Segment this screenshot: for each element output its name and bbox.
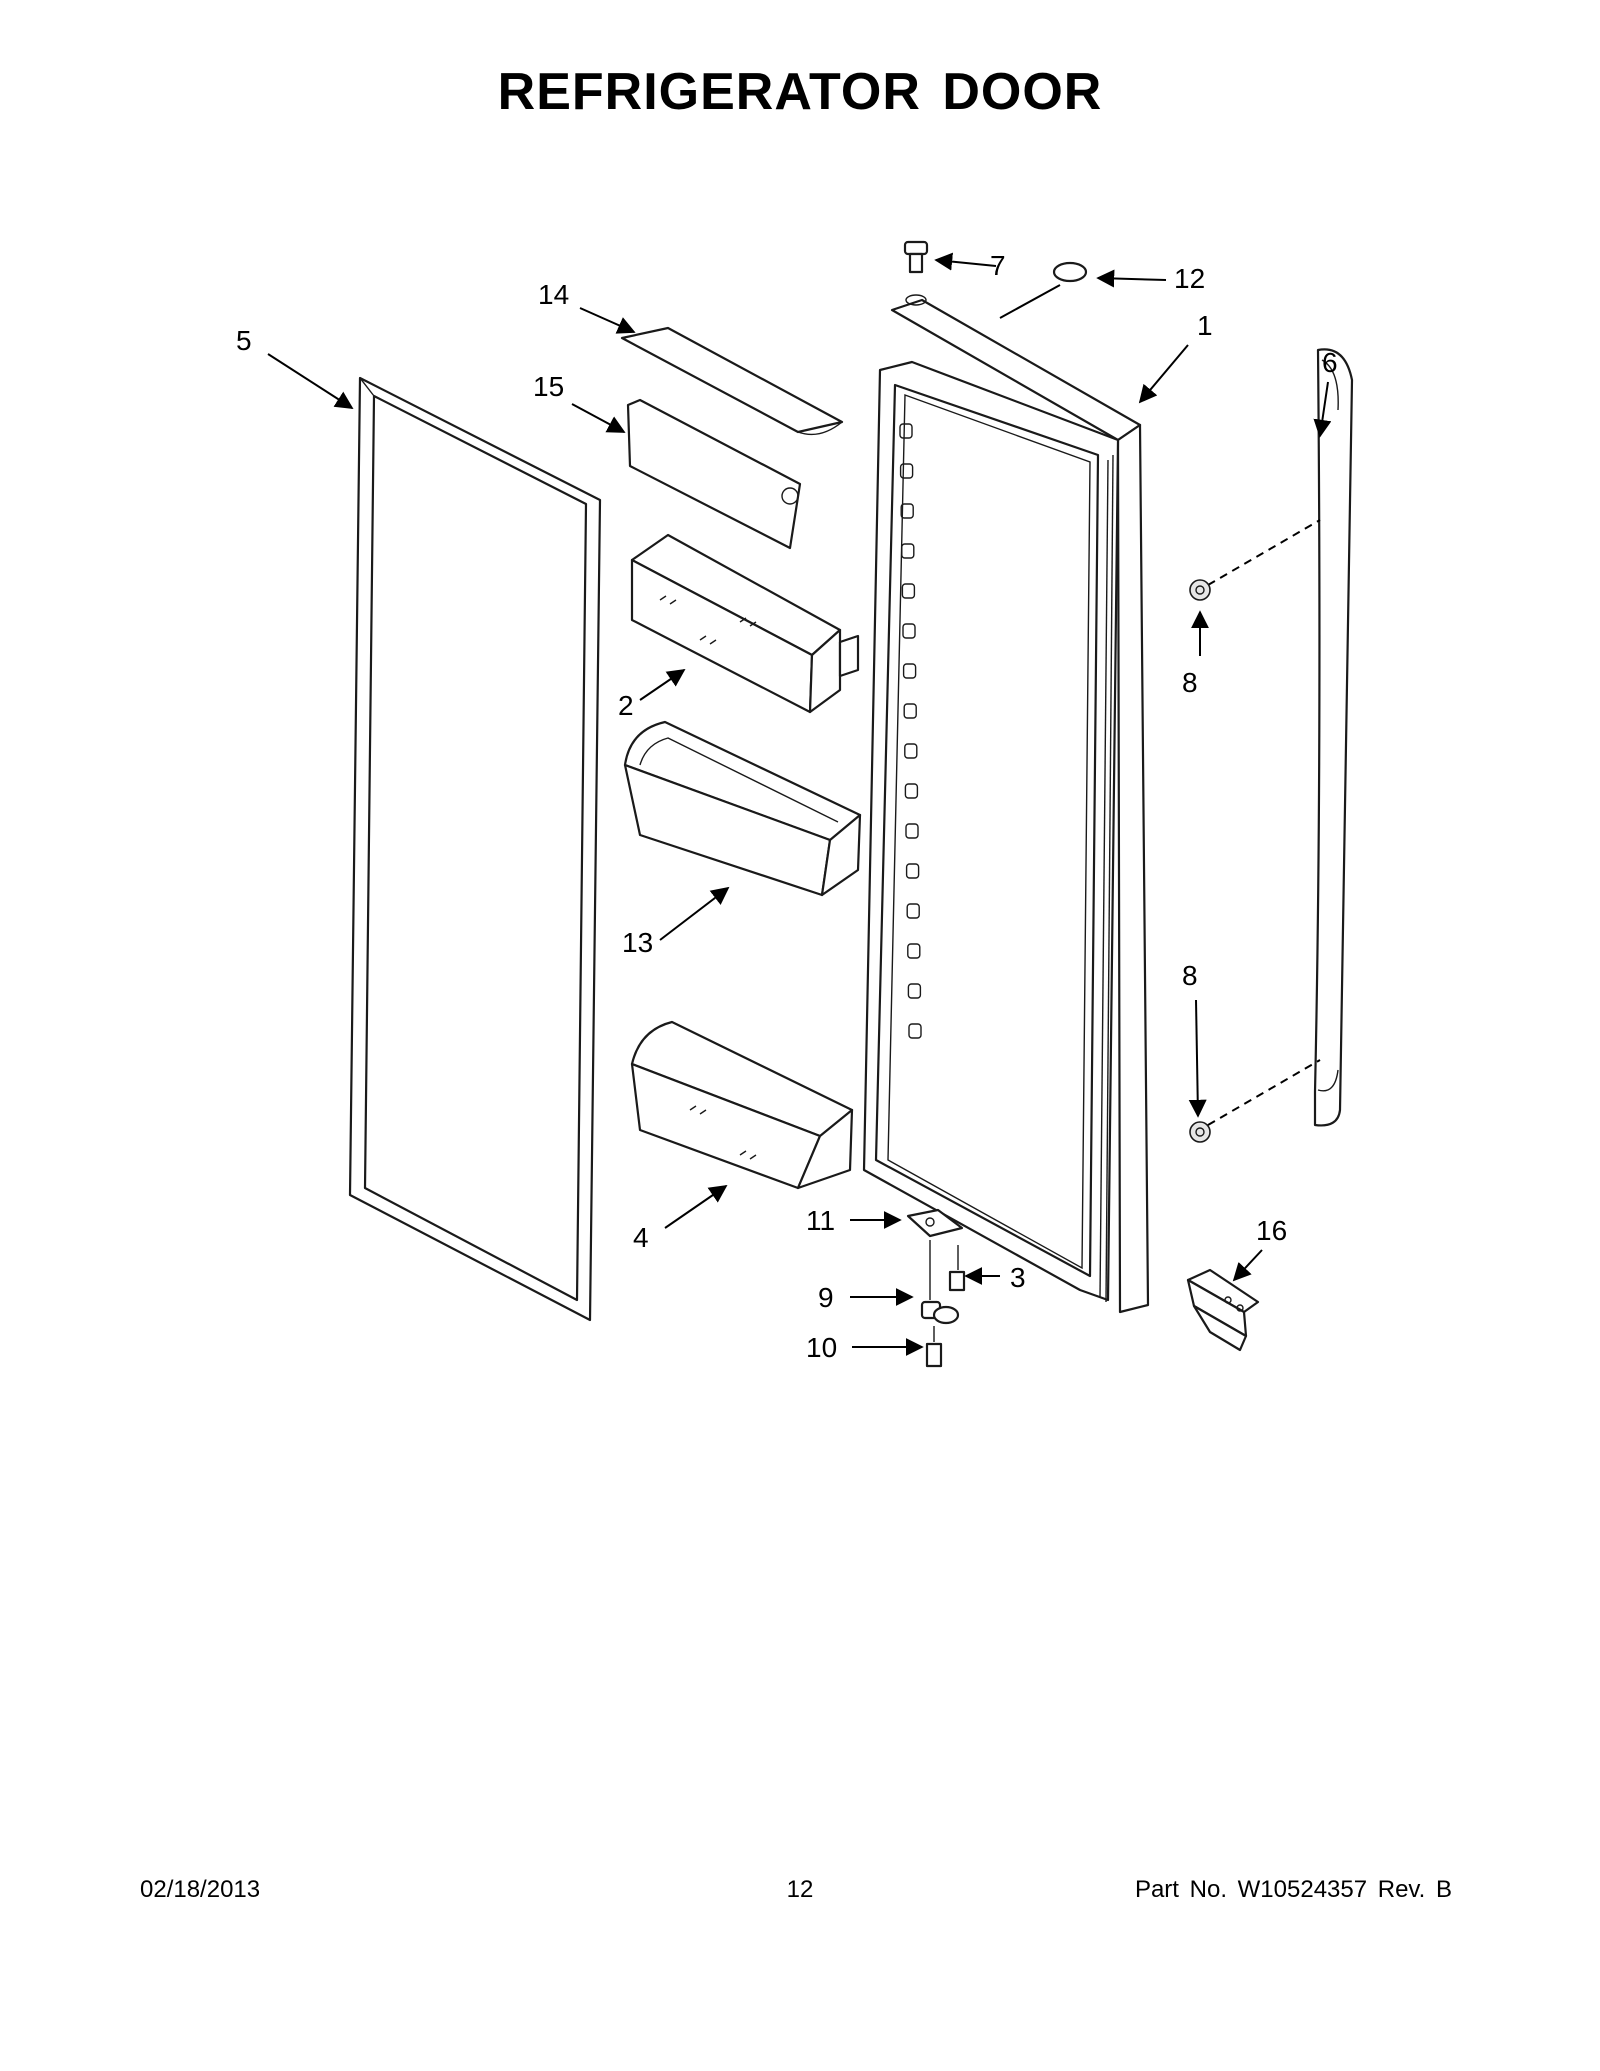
callout-7: 7 xyxy=(990,250,1006,281)
shelf-peg xyxy=(904,743,918,759)
door-assembly xyxy=(862,298,1150,1314)
hinge-bushing xyxy=(903,240,929,306)
callout-10: 10 xyxy=(806,1332,837,1363)
callout-15: 15 xyxy=(533,371,564,402)
shelf-peg xyxy=(904,783,919,799)
callout-labels: 1 2 3 4 5 6 7 8 8 9 10 11 12 13 14 15 16 xyxy=(236,250,1338,1363)
door-bin-middle xyxy=(623,720,862,897)
shelf-peg xyxy=(899,463,914,479)
callout-1: 1 xyxy=(1197,310,1213,341)
callout-6: 6 xyxy=(1322,347,1338,378)
dairy-bin xyxy=(630,533,860,714)
shelf-peg xyxy=(903,703,917,719)
shelf-peg xyxy=(905,863,920,879)
shelf-peg xyxy=(907,983,922,999)
shelf-peg xyxy=(906,903,920,919)
callout-14: 14 xyxy=(538,279,569,310)
callout-2: 2 xyxy=(618,690,634,721)
callout-16: 16 xyxy=(1256,1215,1287,1246)
hinge-cover xyxy=(1186,1268,1260,1352)
shelf-peg xyxy=(905,823,919,839)
shelf-peg xyxy=(901,583,916,599)
dairy-door-lid xyxy=(620,326,844,436)
hinge-pin-assembly xyxy=(920,1240,960,1325)
handle-bushing-upper xyxy=(1189,579,1211,601)
hinge-bolt xyxy=(925,1326,943,1368)
door-shelf-pegs xyxy=(899,423,922,1039)
shelf-peg xyxy=(908,1023,922,1039)
hinge-bracket xyxy=(906,1208,964,1238)
page-title: REFRIGERATOR DOOR xyxy=(497,63,1103,121)
shelf-peg xyxy=(907,943,921,959)
footer-page-number: 12 xyxy=(786,1876,814,1903)
shelf-peg xyxy=(902,623,916,639)
callout-11: 11 xyxy=(806,1205,835,1236)
door-gasket xyxy=(348,376,602,1322)
callout-13: 13 xyxy=(622,927,653,958)
callout-3: 3 xyxy=(1010,1262,1026,1293)
shelf-peg xyxy=(902,663,917,679)
footer-part-number: Part No. W10524357 Rev. B xyxy=(1134,1876,1452,1903)
leader-lines xyxy=(267,252,1332,1356)
hinge-plug xyxy=(1052,261,1088,283)
hinge-screw xyxy=(948,1245,966,1292)
dairy-door xyxy=(626,398,802,550)
door-handle xyxy=(1207,348,1354,1127)
shelf-peg xyxy=(901,543,915,559)
callout-12: 12 xyxy=(1174,263,1205,294)
shelf-peg xyxy=(899,423,913,439)
callout-8a: 8 xyxy=(1182,667,1198,698)
callout-8b: 8 xyxy=(1182,960,1198,991)
callout-5: 5 xyxy=(236,325,252,356)
shelf-peg xyxy=(900,503,914,519)
door-bin-bottom xyxy=(630,1020,854,1190)
callout-9: 9 xyxy=(818,1282,834,1313)
handle-bushing-lower xyxy=(1189,1121,1211,1143)
footer-date: 02/18/2013 xyxy=(140,1876,261,1903)
callout-4: 4 xyxy=(633,1222,649,1253)
